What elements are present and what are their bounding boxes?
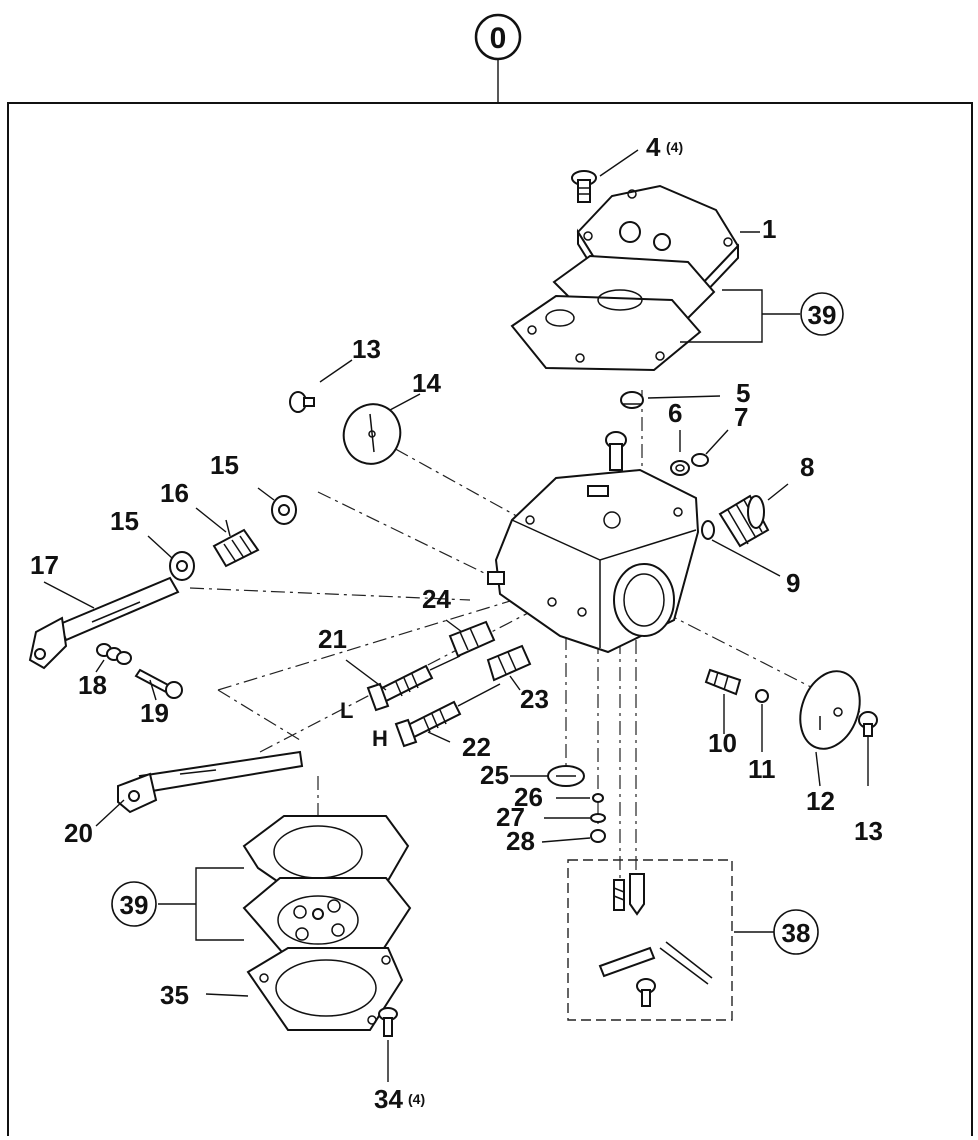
idle-spring-part bbox=[96, 643, 132, 665]
label-part-27: 27 bbox=[496, 802, 525, 832]
label-part-5: 5 bbox=[736, 378, 750, 408]
label-part-4-qty: (4) bbox=[666, 139, 683, 155]
label-part-39-top: 39 bbox=[808, 300, 837, 330]
high-speed-needle-part bbox=[394, 683, 501, 748]
inlet-nut-part bbox=[620, 391, 644, 409]
idle-screw-part bbox=[134, 668, 183, 699]
part-labels: 4 (4) 1 39 13 14 5 6 7 15 8 16 15 17 9 2… bbox=[30, 132, 883, 1114]
label-part-35: 35 bbox=[160, 980, 189, 1010]
diaphragm-screw-part bbox=[378, 1007, 398, 1037]
label-part-20: 20 bbox=[64, 818, 93, 848]
shaft-washer-part bbox=[169, 495, 297, 581]
label-part-6: 6 bbox=[668, 398, 682, 428]
choke-shaft-part bbox=[117, 750, 304, 814]
label-part-11: 11 bbox=[748, 754, 776, 784]
label-part-10: 10 bbox=[708, 728, 737, 758]
needle-valve-kit-part bbox=[567, 859, 733, 1021]
throttle-spring-part bbox=[212, 519, 260, 568]
label-part-28: 28 bbox=[506, 826, 535, 856]
label-part-7: 7 bbox=[734, 402, 748, 432]
label-part-16: 16 bbox=[160, 478, 189, 508]
label-part-18: 18 bbox=[78, 670, 107, 700]
label-part-38: 38 bbox=[782, 918, 811, 948]
label-part-13-right: 13 bbox=[854, 816, 883, 846]
label-part-19: 19 bbox=[140, 698, 169, 728]
label-part-15-lower: 15 bbox=[110, 506, 139, 536]
label-part-17: 17 bbox=[30, 550, 59, 580]
kit-circle-icon bbox=[800, 292, 844, 336]
o-ring-part bbox=[701, 520, 715, 540]
inlet-fitting-part bbox=[605, 431, 627, 471]
label-needle-l: L bbox=[340, 698, 353, 723]
label-needle-h: H bbox=[372, 726, 388, 751]
label-part-8: 8 bbox=[800, 452, 814, 482]
leader-lines bbox=[43, 149, 869, 1082]
label-part-25: 25 bbox=[480, 760, 509, 790]
kit-circle-icon bbox=[111, 881, 157, 927]
throttle-shaft-part bbox=[28, 576, 180, 670]
label-part-9: 9 bbox=[786, 568, 800, 598]
label-part-39-bottom: 39 bbox=[120, 890, 149, 920]
assembly-number: 0 bbox=[490, 22, 507, 55]
kit-circle-icon bbox=[773, 909, 819, 955]
label-part-12: 12 bbox=[806, 786, 835, 816]
label-part-23: 23 bbox=[520, 684, 549, 714]
label-part-21: 21 bbox=[318, 624, 347, 654]
label-part-14: 14 bbox=[412, 368, 441, 398]
label-part-1: 1 bbox=[762, 214, 776, 244]
top-gasket-set-part bbox=[510, 254, 716, 372]
label-part-24: 24 bbox=[422, 584, 451, 614]
inlet-fitting-side-part bbox=[718, 494, 770, 548]
label-part-22: 22 bbox=[462, 732, 491, 762]
carburetor-body-part bbox=[487, 468, 700, 654]
needle-springs-part bbox=[448, 620, 532, 682]
label-part-15-upper: 15 bbox=[210, 450, 239, 480]
low-speed-needle-part bbox=[366, 655, 461, 712]
small-screen-parts bbox=[547, 765, 606, 843]
bottom-gasket-set-part bbox=[242, 815, 412, 954]
label-part-13-left: 13 bbox=[352, 334, 381, 364]
check-spring-part bbox=[704, 668, 769, 703]
label-part-34: 34 bbox=[374, 1084, 403, 1114]
throttle-disc-left-part bbox=[289, 391, 402, 465]
assembly-callout: 0 bbox=[474, 13, 522, 103]
diaphragm-cover-part bbox=[246, 947, 404, 1031]
diagram-frame bbox=[7, 102, 973, 1136]
label-part-4: 4 bbox=[646, 132, 661, 162]
label-part-34-qty: (4) bbox=[408, 1091, 425, 1107]
washers-part bbox=[670, 453, 709, 476]
label-part-26: 26 bbox=[514, 782, 543, 812]
cover-screw-part bbox=[571, 170, 597, 203]
throttle-disc-right-part bbox=[799, 670, 878, 750]
